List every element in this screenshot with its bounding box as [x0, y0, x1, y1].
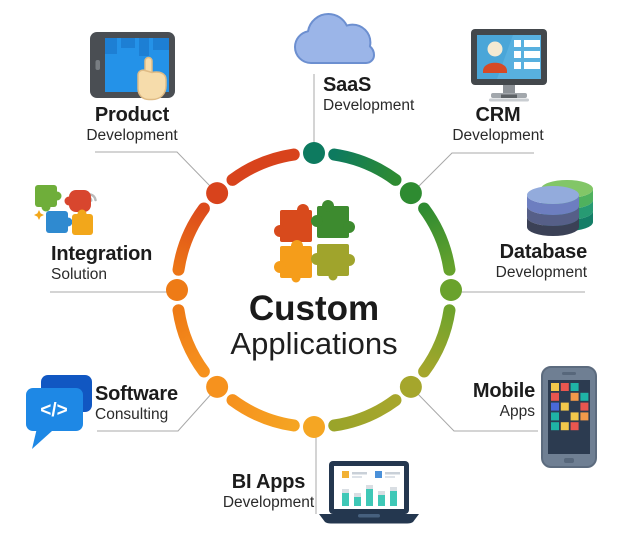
ring-node-6	[166, 279, 188, 301]
ring-node-7	[206, 182, 229, 205]
connector-line-7	[95, 151, 212, 188]
label-product: Product Development	[84, 104, 180, 145]
database-cylinder-icon	[523, 179, 599, 242]
item-subtitle: Development	[222, 494, 315, 511]
item-subtitle: Consulting	[95, 406, 169, 423]
tablet-touch-icon	[88, 29, 177, 106]
item-title: Integration	[51, 243, 153, 265]
puzzle-integration-icon	[32, 181, 106, 239]
ring-segment-2	[418, 304, 456, 378]
item-title: SaaS	[323, 74, 372, 96]
puzzle-pieces-icon	[273, 198, 355, 283]
ring-segment-1	[418, 202, 456, 276]
smartphone-icon	[539, 365, 599, 469]
connector-line-1	[415, 152, 534, 190]
item-title: Database	[499, 241, 588, 263]
item-title: CRM	[475, 104, 521, 126]
ring-segment-4	[226, 394, 300, 432]
item-title: BI Apps	[231, 471, 306, 493]
item-title: Software	[95, 383, 178, 405]
ring-segment-5	[172, 304, 210, 378]
ring-node-1	[399, 182, 422, 205]
ring-segment-7	[226, 148, 300, 186]
label-integration: Integration Solution	[51, 243, 152, 284]
code-glyph: </>	[40, 400, 67, 421]
connector-line-3	[415, 391, 538, 432]
label-bi-apps: BI Apps Development	[218, 471, 319, 512]
label-mobile: Mobile Apps	[440, 380, 535, 421]
item-subtitle: Solution	[51, 266, 108, 283]
ring-segment-6	[172, 202, 210, 276]
item-subtitle: Apps	[499, 403, 535, 420]
connector-line-5	[97, 391, 214, 432]
ring-segment-3	[328, 394, 402, 432]
center-subtitle: Applications	[230, 326, 398, 361]
label-software: Software Consulting	[95, 383, 178, 424]
item-title: Mobile	[472, 380, 535, 402]
code-chat-bubble-icon: </>	[24, 373, 94, 459]
item-subtitle: Development	[495, 264, 587, 281]
ring-node-3	[399, 375, 422, 398]
center-title: Custom	[248, 289, 380, 328]
item-subtitle: Development	[86, 127, 178, 144]
label-saas: SaaS Development	[323, 74, 414, 115]
laptop-chart-icon	[316, 461, 422, 525]
ring-node-4	[303, 416, 325, 438]
ring-node-2	[440, 279, 462, 301]
label-crm: CRM Development	[450, 104, 546, 145]
label-database: Database Development	[492, 241, 588, 282]
desktop-monitor-icon	[468, 27, 550, 103]
diagram-center: Custom Applications	[164, 198, 464, 361]
item-subtitle: Development	[452, 127, 544, 144]
ring-node-5	[206, 375, 229, 398]
item-subtitle: Development	[323, 97, 415, 114]
ring-node-0	[303, 142, 325, 164]
item-title: Product	[94, 104, 170, 126]
ring-segment-0	[328, 148, 402, 186]
cloud-icon	[292, 9, 377, 69]
